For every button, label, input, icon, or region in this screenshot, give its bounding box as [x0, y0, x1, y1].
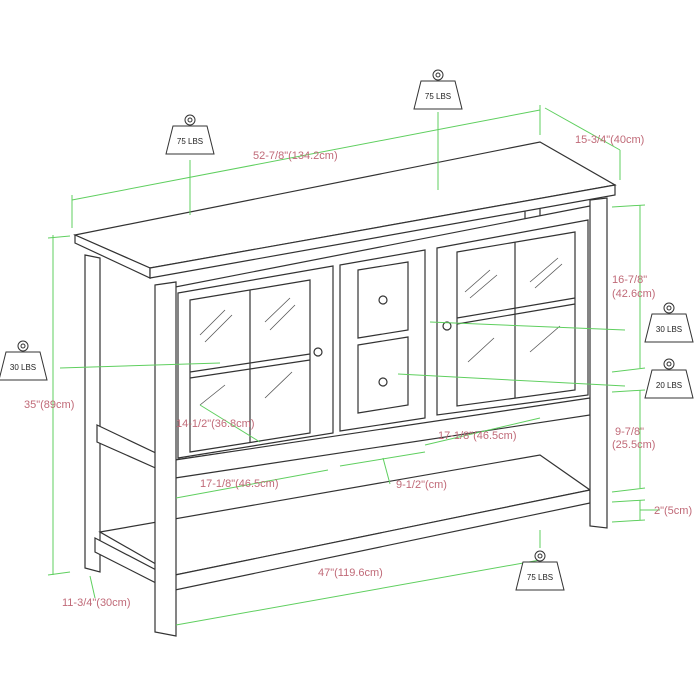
depth-label: 15-3/4"(40cm) [575, 134, 644, 146]
weight-icon-right-shelf: 30 LBS [644, 302, 694, 343]
weight-icon-drawer: 20 LBS [644, 358, 694, 399]
svg-text:75 LBS: 75 LBS [177, 137, 203, 146]
svg-text:75 LBS: 75 LBS [425, 92, 451, 101]
upper-height-label: 16-7/8" [612, 274, 647, 286]
right-door [436, 219, 589, 416]
weight-icon-left-shelf: 30 LBS [0, 340, 48, 381]
front-right-leg [589, 197, 608, 529]
drawer-stack [339, 249, 426, 432]
svg-text:20 LBS: 20 LBS [656, 381, 682, 390]
lower-height-label: 9-7/8" [615, 426, 644, 438]
back-left-leg [84, 254, 101, 573]
center-gap-label: 9-1/2"(cm) [396, 479, 447, 491]
weight-icon-top-center: 75 LBS [413, 69, 463, 110]
weight-icon-bottom-shelf: 75 LBS [515, 550, 565, 591]
svg-text:30 LBS: 30 LBS [656, 325, 682, 334]
svg-text:75 LBS: 75 LBS [527, 573, 553, 582]
weight-icon-top-left: 75 LBS [165, 114, 215, 155]
foot-height-label: 2"(5cm) [654, 505, 692, 517]
shelf-depth-label: 14-1/2"(36.8cm) [176, 418, 255, 430]
svg-text:30 LBS: 30 LBS [10, 363, 36, 372]
left-opening-label: 17-1/8"(46.5cm) [200, 478, 279, 490]
height-label: 35"(89cm) [24, 399, 74, 411]
width-label: 52-7/8"(134.2cm) [253, 150, 338, 162]
front-left-leg [154, 281, 177, 637]
left-side-rail [96, 424, 161, 471]
left-door [177, 265, 334, 459]
tabletop [73, 141, 617, 279]
side-depth-label: 11-3/4"(30cm) [62, 597, 131, 609]
drawer-knob [378, 295, 388, 305]
right-opening-label: 17-1/8"(46.5cm) [438, 430, 517, 442]
dimension-lines [47, 105, 660, 626]
shelf-width-label: 47"(119.6cm) [318, 567, 383, 579]
upper-height-metric-label: (42.6cm) [612, 288, 655, 300]
drawer-knob [378, 377, 388, 387]
lower-height-metric-label: (25.5cm) [612, 439, 655, 451]
